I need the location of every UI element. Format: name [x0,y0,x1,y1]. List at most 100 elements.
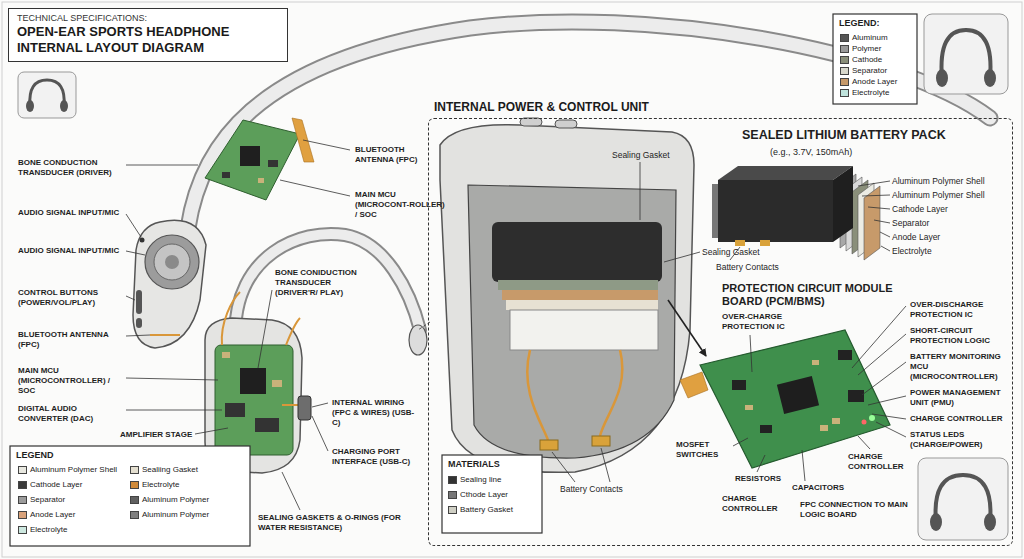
legend-swatch [18,481,27,489]
legend-text: Cathode [852,55,882,65]
leader-line [874,220,890,223]
component-label: SHORT-CIRCUIT PROTECTION LOGIC [910,326,1008,346]
leader-line [858,334,906,375]
legend-box [442,455,542,533]
part-label: Battery Contacts [716,262,796,272]
battery-in-housing [506,300,658,310]
pcm-board [820,425,828,431]
part-label: CHARGING PORT INTERFACE (USB-C) [332,447,417,467]
legend-heading: LEGEND: [839,18,909,29]
left-earpiece [136,318,142,328]
part-label: MAIN MCU (MICROCONTROLLER) / SOC [18,366,122,396]
leader-line [868,207,890,209]
pcm-board [869,415,875,421]
legend-text: Electrolyte [852,88,889,98]
headphone-icon [924,14,1008,94]
legend-swatch [18,526,27,534]
pcm-board [777,376,819,414]
part-label: DIGITAL AUDIO CONVERTER (DAC) [18,404,122,424]
exploded-battery [864,186,880,260]
pcb-overlay [240,146,260,166]
leader-line [802,450,805,481]
section-heading: PROTECTION CIRCUIT MODULE BOARD (PCM/BMS… [722,282,912,308]
headphone-icon [936,475,991,522]
pcm-board [862,420,867,425]
headphone-icon [984,513,996,531]
layer-label: Anode Layer [892,232,1007,242]
leader-line [862,362,906,395]
power-unit-housing [440,125,694,473]
pcb-overlay [258,178,264,183]
leader-line [312,403,328,407]
second-headband [409,325,427,355]
leader-line [126,214,141,237]
legend-text: Cthode Layer [460,490,508,500]
legend-text: Cathode Layer [30,480,82,490]
leader-line [868,396,906,405]
pcb-overlay [205,120,300,200]
leader-line [881,246,890,251]
battery-in-housing [600,350,622,436]
battery-in-housing [510,310,658,350]
pcb-overlay [268,160,278,167]
legend-swatch [130,466,139,474]
legend-text: Aluminum Polymer [142,495,209,505]
spec-note: (e.g., 3.7V, 150mAh) [770,147,920,158]
part-label: Sealing Gasket [702,247,772,257]
part-label: MAIN MCU (MICROCONT-ROLLER) / SOC [355,190,445,220]
leader-line [664,252,700,262]
headphone-icon [26,100,34,112]
exploded-battery [712,184,718,238]
legend-swatch [840,56,849,64]
legend-swatch [130,496,139,504]
leader-line [852,306,906,368]
left-earpiece [136,290,142,314]
part-label: INTERNAL WIRING (FPC & WIRES) (USB-C) [332,398,417,428]
exploded-battery [718,180,833,242]
component-label: OVER-CHARGE PROTECTION IC [722,312,807,332]
part-label: SEALING GASKETS & O-RINGS (FOR WATER RES… [258,513,418,533]
section-heading: SEALED LITHIUM BATTERY PACK [742,128,1007,143]
leader-line [126,335,150,336]
headphone-icon [930,513,942,531]
part-label: AMPLIFIER STAGE [120,430,195,440]
legend-text: Sealiing Gasket [142,465,198,475]
battery-in-housing [492,222,662,282]
part-label: AUDIO SIGNAL INPUT/MIC [18,208,122,218]
legend-text: Aluminum Polymer Shell [30,465,117,475]
second-earpiece [222,352,230,358]
battery-in-housing [540,440,558,450]
headphone-icon [936,69,948,87]
leader-line [750,335,752,372]
leader-line [862,195,890,196]
legend-swatch [448,506,457,514]
leader-line [552,452,575,482]
second-earpiece [298,396,311,420]
power-unit-housing [520,118,542,126]
part-label: BONE CONDUCTION TRANSDUCER (DRIVER) [18,158,122,178]
component-label: CAPACITORS [792,483,852,493]
headphone-icon [18,72,76,118]
legend-text: Battery Gasket [460,505,513,515]
legend-text: Polymer [852,44,881,54]
component-label: CHARGE CONTROLLER [848,452,906,472]
legend-swatch [840,67,849,75]
layer-label: Cathode Layer [892,204,1007,214]
legend-box [833,14,917,104]
power-unit-housing [440,118,694,472]
exploded-battery [760,240,770,246]
flow-arrow [668,300,706,356]
second-earpiece [282,404,298,406]
power-unit-housing [468,185,676,458]
leader-line [195,428,228,434]
diagram-title: OPEN-EAR SPORTS HEADPHONE INTERNAL LAYOU… [17,24,279,56]
component-label: STATUS LEDS (CHARGE/POWER) [910,430,1008,450]
left-earpiece [145,235,199,289]
second-earpiece [225,403,245,417]
component-label: BATTERY MONITORING MCU (MICROCONTROLLER) [910,352,1008,382]
part-label: BLUETOOTH ANTENNA (FPC) [18,330,122,350]
legend-heading: MATERIALS [448,459,528,470]
battery-in-housing [498,280,658,290]
